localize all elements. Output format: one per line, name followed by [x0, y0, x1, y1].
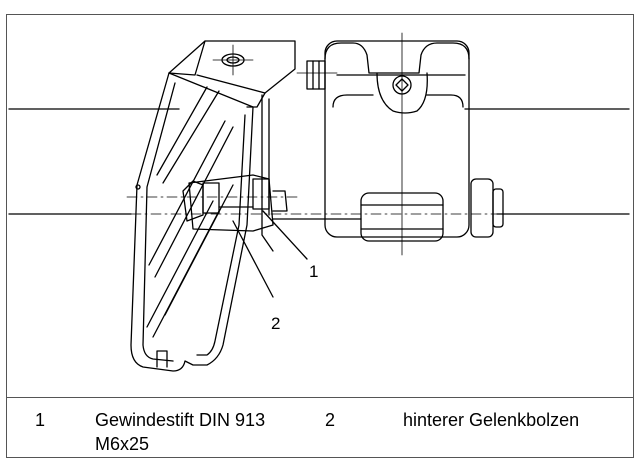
legend-item-2-text: hinterer Gelenkbolzen — [403, 410, 580, 430]
callout-2-number: 2 — [271, 314, 280, 333]
callouts: 1 2 — [232, 210, 318, 333]
legend-item-1-text-line2: M6x25 — [95, 434, 150, 454]
legend-item-2-number: 2 — [325, 410, 336, 430]
collector-head — [296, 32, 504, 256]
callout-1-number: 1 — [309, 262, 318, 281]
legend-divider — [7, 397, 633, 398]
callout-2-leader — [232, 220, 274, 298]
busbar-profile — [130, 72, 254, 372]
rail-lines — [8, 108, 630, 215]
figure-frame: 1 2 1 Gewindestift DIN 913 M6x25 2 hinte… — [6, 14, 634, 458]
legend-item-1-number: 1 — [35, 410, 46, 430]
legend-item-1-text: Gewindestift DIN 913 — [95, 410, 266, 430]
joint-assembly — [126, 174, 508, 232]
technical-drawing: 1 2 — [8, 32, 630, 372]
callout-1-leader — [262, 210, 308, 260]
